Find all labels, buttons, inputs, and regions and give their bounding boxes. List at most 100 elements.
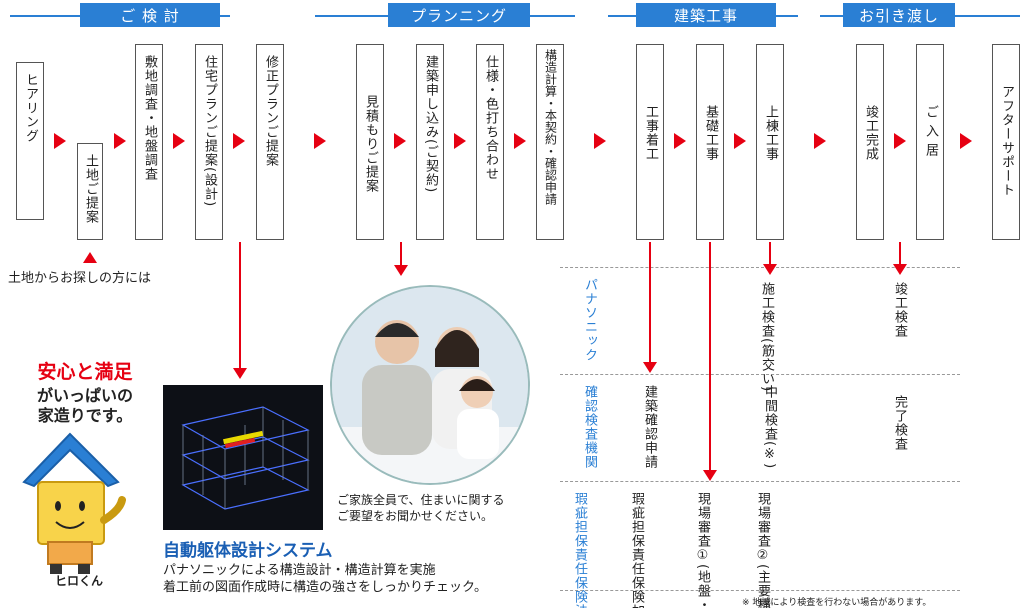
step-shikichi: 敷地調査・地盤調査 [135, 44, 163, 240]
inspection-text: 現場審査①(地盤・基礎) [695, 492, 710, 608]
flow-arrow [394, 133, 406, 149]
step-kouzou: 構造計算・本契約・確認申請 [536, 44, 564, 240]
anshin-title: 安心と満足 [37, 361, 133, 383]
anshin-line2: がいっぱいの [36, 386, 133, 405]
step-label: 敷地調査・地盤調査 [142, 55, 157, 181]
down-arrow [643, 362, 657, 373]
step-label: アフターサポート [999, 85, 1014, 197]
phase-header-kentou: ご 検 討 [80, 3, 220, 27]
system-line2: 着工前の図面作成時に構造の強さをしっかりチェック。 [163, 580, 487, 595]
down-arrow [703, 470, 717, 481]
phase-header-planning: プランニング [388, 3, 530, 27]
connector-line [899, 242, 901, 264]
table-divider [560, 374, 960, 375]
step-kenchiku-moushikomi: 建築申し込み(ご契約) [416, 44, 444, 240]
step-label: 基礎工事 [703, 105, 718, 161]
row-label-kakunin: 確認検査機関 [582, 385, 597, 473]
inspection-shunkou: 竣工検査 [891, 282, 907, 342]
step-shusei: 修正プランご提案 [256, 44, 284, 240]
row-label-panasonic: パナソニック [582, 278, 597, 366]
structure-image [163, 385, 323, 530]
phase-header-kenchiku: 建築工事 [636, 3, 776, 27]
family-photo [330, 285, 530, 485]
connector-line [400, 242, 402, 266]
inspection-kashi-kanyu: 瑕疵担保責任保険加入 [628, 492, 644, 608]
inspection-kanryou: 完了検査 [891, 395, 907, 455]
step-label: 土地ご提案 [83, 154, 98, 224]
inspection-text: 中間検査(※) [762, 385, 777, 470]
row-label-text: 瑕疵担保責任保険法人 [572, 492, 587, 608]
table-divider [560, 267, 960, 268]
connector-line [709, 242, 711, 470]
table-divider [560, 590, 960, 591]
step-label: 工事着工 [643, 105, 658, 161]
down-arrow [893, 264, 907, 275]
phase-header-hikiwatashi: お引き渡し [843, 3, 955, 27]
step-hearing: ヒアリング [16, 62, 44, 220]
structure-wireframe [181, 406, 310, 510]
step-label: ご 入 居 [923, 105, 938, 158]
mascot-name: ヒロくん [54, 574, 103, 588]
connector-line [769, 242, 771, 264]
flow-arrow [514, 133, 526, 149]
step-shiyou: 仕様・色打ち合わせ [476, 44, 504, 240]
land-note: 土地からお探しの方には [8, 271, 152, 286]
step-after: アフターサポート [992, 44, 1020, 240]
flow-arrow [233, 133, 245, 149]
anshin-line3: 家造りです。 [37, 406, 133, 425]
family-caption-line1: ご家族全員で、住まいに関する [337, 493, 505, 507]
step-kiso: 基礎工事 [696, 44, 724, 240]
flow-arrow [894, 133, 906, 149]
inspection-kakunin-shinsei: 建築確認申請 [641, 385, 657, 473]
step-tochi: 土地ご提案 [77, 143, 103, 240]
system-title: 自動躯体設計システム [163, 541, 333, 561]
flow-arrow [314, 133, 326, 149]
inspection-genba2: 現場審査②(主要構造部) [754, 492, 770, 608]
flow-arrow [173, 133, 185, 149]
row-label-kashi: 瑕疵担保責任保険法人 [572, 492, 608, 608]
step-joutou: 上棟工事 [756, 44, 784, 240]
connector-line [649, 242, 651, 362]
inspection-chukan: 中間検査(※) [761, 385, 777, 473]
inspection-text: 施工検査(筋交い) [759, 282, 774, 393]
flow-arrow [674, 133, 686, 149]
step-label: 建築申し込み(ご契約) [423, 55, 438, 194]
inspection-genba1: 現場審査①(地盤・基礎) [694, 492, 710, 608]
step-label: 竣工完成 [863, 105, 878, 161]
step-nyukyo: ご 入 居 [916, 44, 944, 240]
row-label-text: 確認検査機関 [582, 385, 597, 469]
inspection-text: 建築確認申請 [642, 385, 657, 469]
step-label: 住宅プランご提案(設計) [202, 55, 217, 208]
inspection-text: 瑕疵担保責任保険加入 [629, 492, 644, 608]
flow-arrow [814, 133, 826, 149]
step-koji-chakko: 工事着工 [636, 44, 664, 240]
step-label: 見積もりご提案 [363, 95, 378, 193]
step-mitsumori: 見積もりご提案 [356, 44, 384, 240]
inspection-text: 現場審査②(主要構造部) [755, 492, 770, 608]
table-divider [560, 481, 960, 482]
inspection-sekou: 施工検査(筋交い) [758, 282, 774, 393]
inspection-text: 竣工検査 [892, 282, 907, 338]
step-shunkou: 竣工完成 [856, 44, 884, 240]
flow-arrow [54, 133, 66, 149]
mascot-illustration [22, 432, 126, 574]
flow-arrow [114, 133, 126, 149]
connector-line [239, 242, 241, 368]
down-arrow [763, 264, 777, 275]
family-caption-line2: ご要望をお聞かせください。 [337, 509, 494, 523]
system-line1: パナソニックによる構造設計・構造計算を実施 [163, 563, 436, 578]
footnote: ※ 地域により検査を行わない場合があります。 [742, 598, 932, 608]
step-jutaku: 住宅プランご提案(設計) [195, 44, 223, 240]
flow-arrow [454, 133, 466, 149]
down-arrow [233, 368, 247, 379]
flow-arrow [594, 133, 606, 149]
step-label: ヒアリング [23, 73, 38, 143]
flow-arrow [734, 133, 746, 149]
flow-arrow [960, 133, 972, 149]
step-label: 上棟工事 [763, 105, 778, 161]
up-arrow [83, 252, 97, 263]
inspection-text: 完了検査 [892, 395, 907, 451]
down-arrow [394, 265, 408, 276]
step-label: 構造計算・本契約・確認申請 [543, 49, 558, 205]
family-illustration [332, 287, 528, 483]
